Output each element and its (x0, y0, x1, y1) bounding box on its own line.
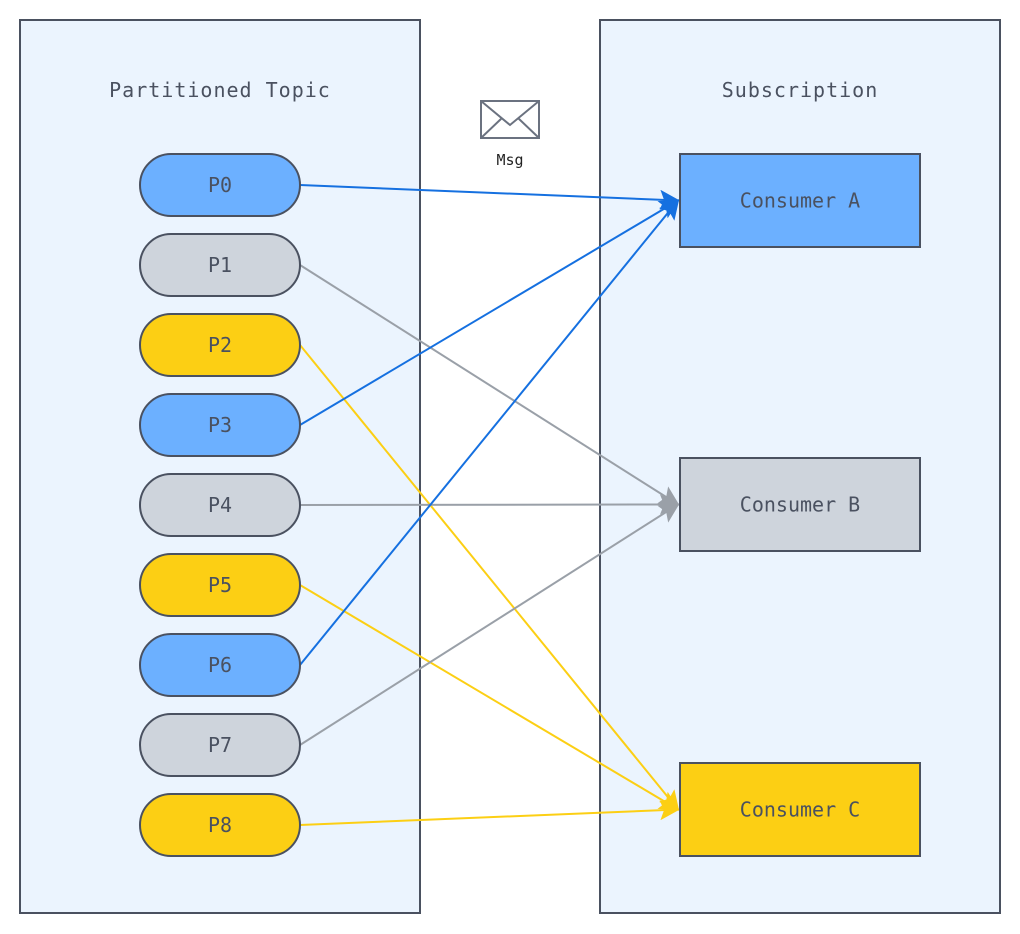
partition-pill (139, 393, 301, 457)
consumers: Consumer A Consumer B Consumer C (679, 153, 921, 857)
envelope-icon (480, 100, 540, 139)
partition-label: P0 (208, 173, 232, 197)
consumer-c: Consumer C (679, 762, 921, 857)
partition-label: P6 (208, 653, 232, 677)
subscription-title: Subscription (722, 78, 879, 102)
consumer-box (679, 457, 921, 552)
partition-pill (139, 633, 301, 697)
partition-p6: P6 (139, 633, 301, 697)
partition-label: P1 (208, 253, 232, 277)
consumer-box (679, 762, 921, 857)
msg-label: Msg (496, 151, 523, 169)
edge-p8-to-consumer-c (299, 800, 680, 826)
edge-p3-to-consumer-a (299, 199, 680, 426)
consumer-box (679, 153, 921, 248)
partition-label: P8 (208, 813, 232, 837)
edges (299, 184, 680, 826)
partition-pill (139, 233, 301, 297)
edge-p7-to-consumer-b (299, 503, 680, 746)
partition-label: P7 (208, 733, 232, 757)
consumer-label: Consumer A (740, 189, 860, 213)
partition-p3: P3 (139, 393, 301, 457)
edge-p2-to-consumer-c (299, 344, 680, 812)
partition-pill (139, 153, 301, 217)
edge-p4-to-consumer-b (299, 494, 680, 515)
topic-title: Partitioned Topic (109, 78, 331, 102)
partition-pill (139, 793, 301, 857)
consumer-a: Consumer A (679, 153, 921, 248)
edge-p1-to-consumer-b (299, 264, 680, 506)
edge-p6-to-consumer-a (299, 198, 680, 666)
partition-p7: P7 (139, 713, 301, 777)
partition-p8: P8 (139, 793, 301, 857)
partition-label: P2 (208, 333, 232, 357)
partition-label: P5 (208, 573, 232, 597)
partition-p4: P4 (139, 473, 301, 537)
consumer-label: Consumer C (740, 798, 860, 822)
partition-pill (139, 713, 301, 777)
partition-pill (139, 313, 301, 377)
partition-p0: P0 (139, 153, 301, 217)
partition-label: P3 (208, 413, 232, 437)
partition-label: P4 (208, 493, 232, 517)
partition-p1: P1 (139, 233, 301, 297)
partition-p2: P2 (139, 313, 301, 377)
edge-p5-to-consumer-c (299, 584, 680, 811)
consumer-label: Consumer B (740, 493, 860, 517)
consumer-b: Consumer B (679, 457, 921, 552)
partition-pill (139, 473, 301, 537)
partition-p5: P5 (139, 553, 301, 617)
edge-p0-to-consumer-a (299, 184, 680, 210)
partition-pill (139, 553, 301, 617)
